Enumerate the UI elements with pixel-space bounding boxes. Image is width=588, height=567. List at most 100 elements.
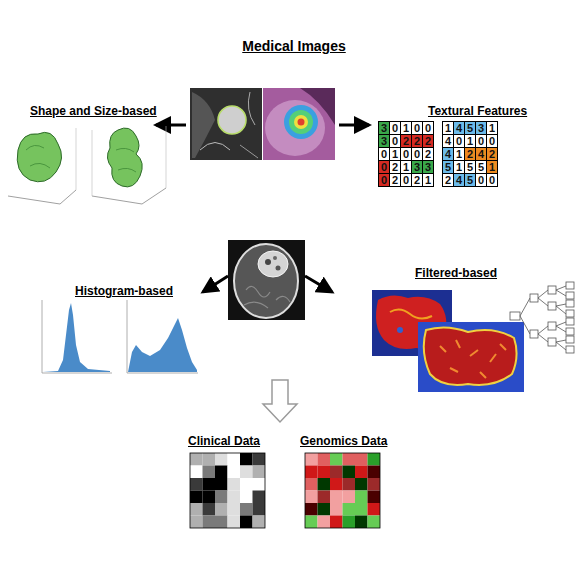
mri-image-part xyxy=(276,266,281,271)
wavelet-tree-part xyxy=(556,322,566,326)
genomics-cell xyxy=(355,491,368,504)
clinical-cell xyxy=(228,491,241,504)
ct-image-part xyxy=(240,145,258,158)
section-heading: Shape and Size-based xyxy=(30,104,157,118)
clinical-cell xyxy=(228,503,241,516)
filtered-image-part xyxy=(390,309,432,318)
genomics-cell xyxy=(330,466,343,479)
genomics-cell xyxy=(368,491,381,504)
section-heading: Clinical Data xyxy=(188,434,260,448)
wavelet-tree-part xyxy=(520,298,530,316)
mri-image xyxy=(228,240,305,320)
wavelet-tree-part xyxy=(538,334,548,342)
clinical-cell xyxy=(190,478,203,491)
clinical-cell xyxy=(203,478,216,491)
shape-plot xyxy=(92,126,166,204)
pet-image-part xyxy=(263,88,335,160)
shape-plot-part xyxy=(92,196,142,204)
shape-plot-part xyxy=(17,132,61,181)
matrix-cell: 2 xyxy=(486,147,498,161)
section-heading: Filtered-based xyxy=(415,266,497,280)
clinical-cell xyxy=(253,478,266,491)
wavelet-tree-part xyxy=(556,286,566,290)
wavelet-tree-part xyxy=(556,340,566,342)
genomics-cell xyxy=(305,478,318,491)
ct-image-part xyxy=(248,92,255,125)
clinical-cell xyxy=(253,466,266,479)
arrow xyxy=(156,124,186,127)
matrix-cell: 0 xyxy=(422,121,434,135)
shape-plot-part xyxy=(116,148,136,172)
wavelet-tree-part xyxy=(566,310,574,317)
data-grid xyxy=(190,453,380,528)
wavelet-tree-part xyxy=(566,292,574,299)
clinical-cell xyxy=(228,516,241,529)
filtered-image-part xyxy=(397,327,403,333)
matrix-cell: 0 xyxy=(486,173,498,187)
histogram-part xyxy=(42,373,112,374)
genomics-cell xyxy=(318,503,331,516)
genomics-cell xyxy=(318,466,331,479)
mri-image-part xyxy=(244,286,290,308)
wavelet-tree-part xyxy=(548,286,556,294)
genomics-cell xyxy=(343,491,356,504)
wavelet-tree-part xyxy=(556,290,566,296)
histogram-part xyxy=(42,300,43,373)
genomics-cell xyxy=(330,453,343,466)
shape-plot xyxy=(8,128,76,204)
wavelet-tree-part xyxy=(538,326,548,334)
clinical-cell xyxy=(253,453,266,466)
genomics-cell xyxy=(305,466,318,479)
clinical-cell xyxy=(215,503,228,516)
clinical-cell xyxy=(190,503,203,516)
histogram xyxy=(42,300,112,373)
wavelet-tree-part xyxy=(566,318,574,325)
wavelet-tree-part xyxy=(556,306,566,314)
shape-plot-part xyxy=(107,128,142,187)
genomics-cell xyxy=(318,453,331,466)
histogram-part xyxy=(127,373,198,374)
ct-image-part xyxy=(200,143,230,151)
genomics-cell xyxy=(330,503,343,516)
shape-plot-part xyxy=(76,128,77,190)
mri-image-part xyxy=(265,259,271,265)
pet-image xyxy=(263,88,335,160)
section-heading: Textural Features xyxy=(428,104,527,118)
wavelet-tree-part xyxy=(530,330,538,338)
filtered-image-part xyxy=(440,340,506,378)
clinical-cell xyxy=(253,516,266,529)
pet-image-part xyxy=(284,105,318,139)
clinical-cell xyxy=(240,491,253,504)
clinical-cell xyxy=(215,491,228,504)
clinical-cell xyxy=(215,466,228,479)
clinical-cell xyxy=(240,516,253,529)
mri-image-part xyxy=(228,240,305,320)
wavelet-tree-part xyxy=(538,290,548,298)
pet-image-part xyxy=(298,119,305,126)
genomics-cell xyxy=(355,453,368,466)
genomics-cell xyxy=(343,503,356,516)
clinical-cell xyxy=(240,503,253,516)
genomics-cell xyxy=(343,466,356,479)
genomics-cell xyxy=(368,453,381,466)
arrow xyxy=(339,124,369,127)
shape-plot-part xyxy=(8,196,60,204)
mri-image-part xyxy=(234,244,298,318)
wavelet-tree-part xyxy=(548,338,556,346)
shape-plot-part xyxy=(92,130,93,196)
clinical-cell xyxy=(190,516,203,529)
mri-image-part xyxy=(273,256,277,260)
genomics-cell xyxy=(330,478,343,491)
wavelet-tree-part xyxy=(566,300,574,307)
clinical-cell xyxy=(203,503,216,516)
pet-image-part xyxy=(265,100,325,156)
histogram xyxy=(127,300,198,373)
clinical-cell xyxy=(240,453,253,466)
genomics-cell xyxy=(318,491,331,504)
genomics-cell xyxy=(368,478,381,491)
matrix-cell: 1 xyxy=(422,173,434,187)
clinical-cell xyxy=(228,466,241,479)
down-arrow xyxy=(263,380,297,422)
